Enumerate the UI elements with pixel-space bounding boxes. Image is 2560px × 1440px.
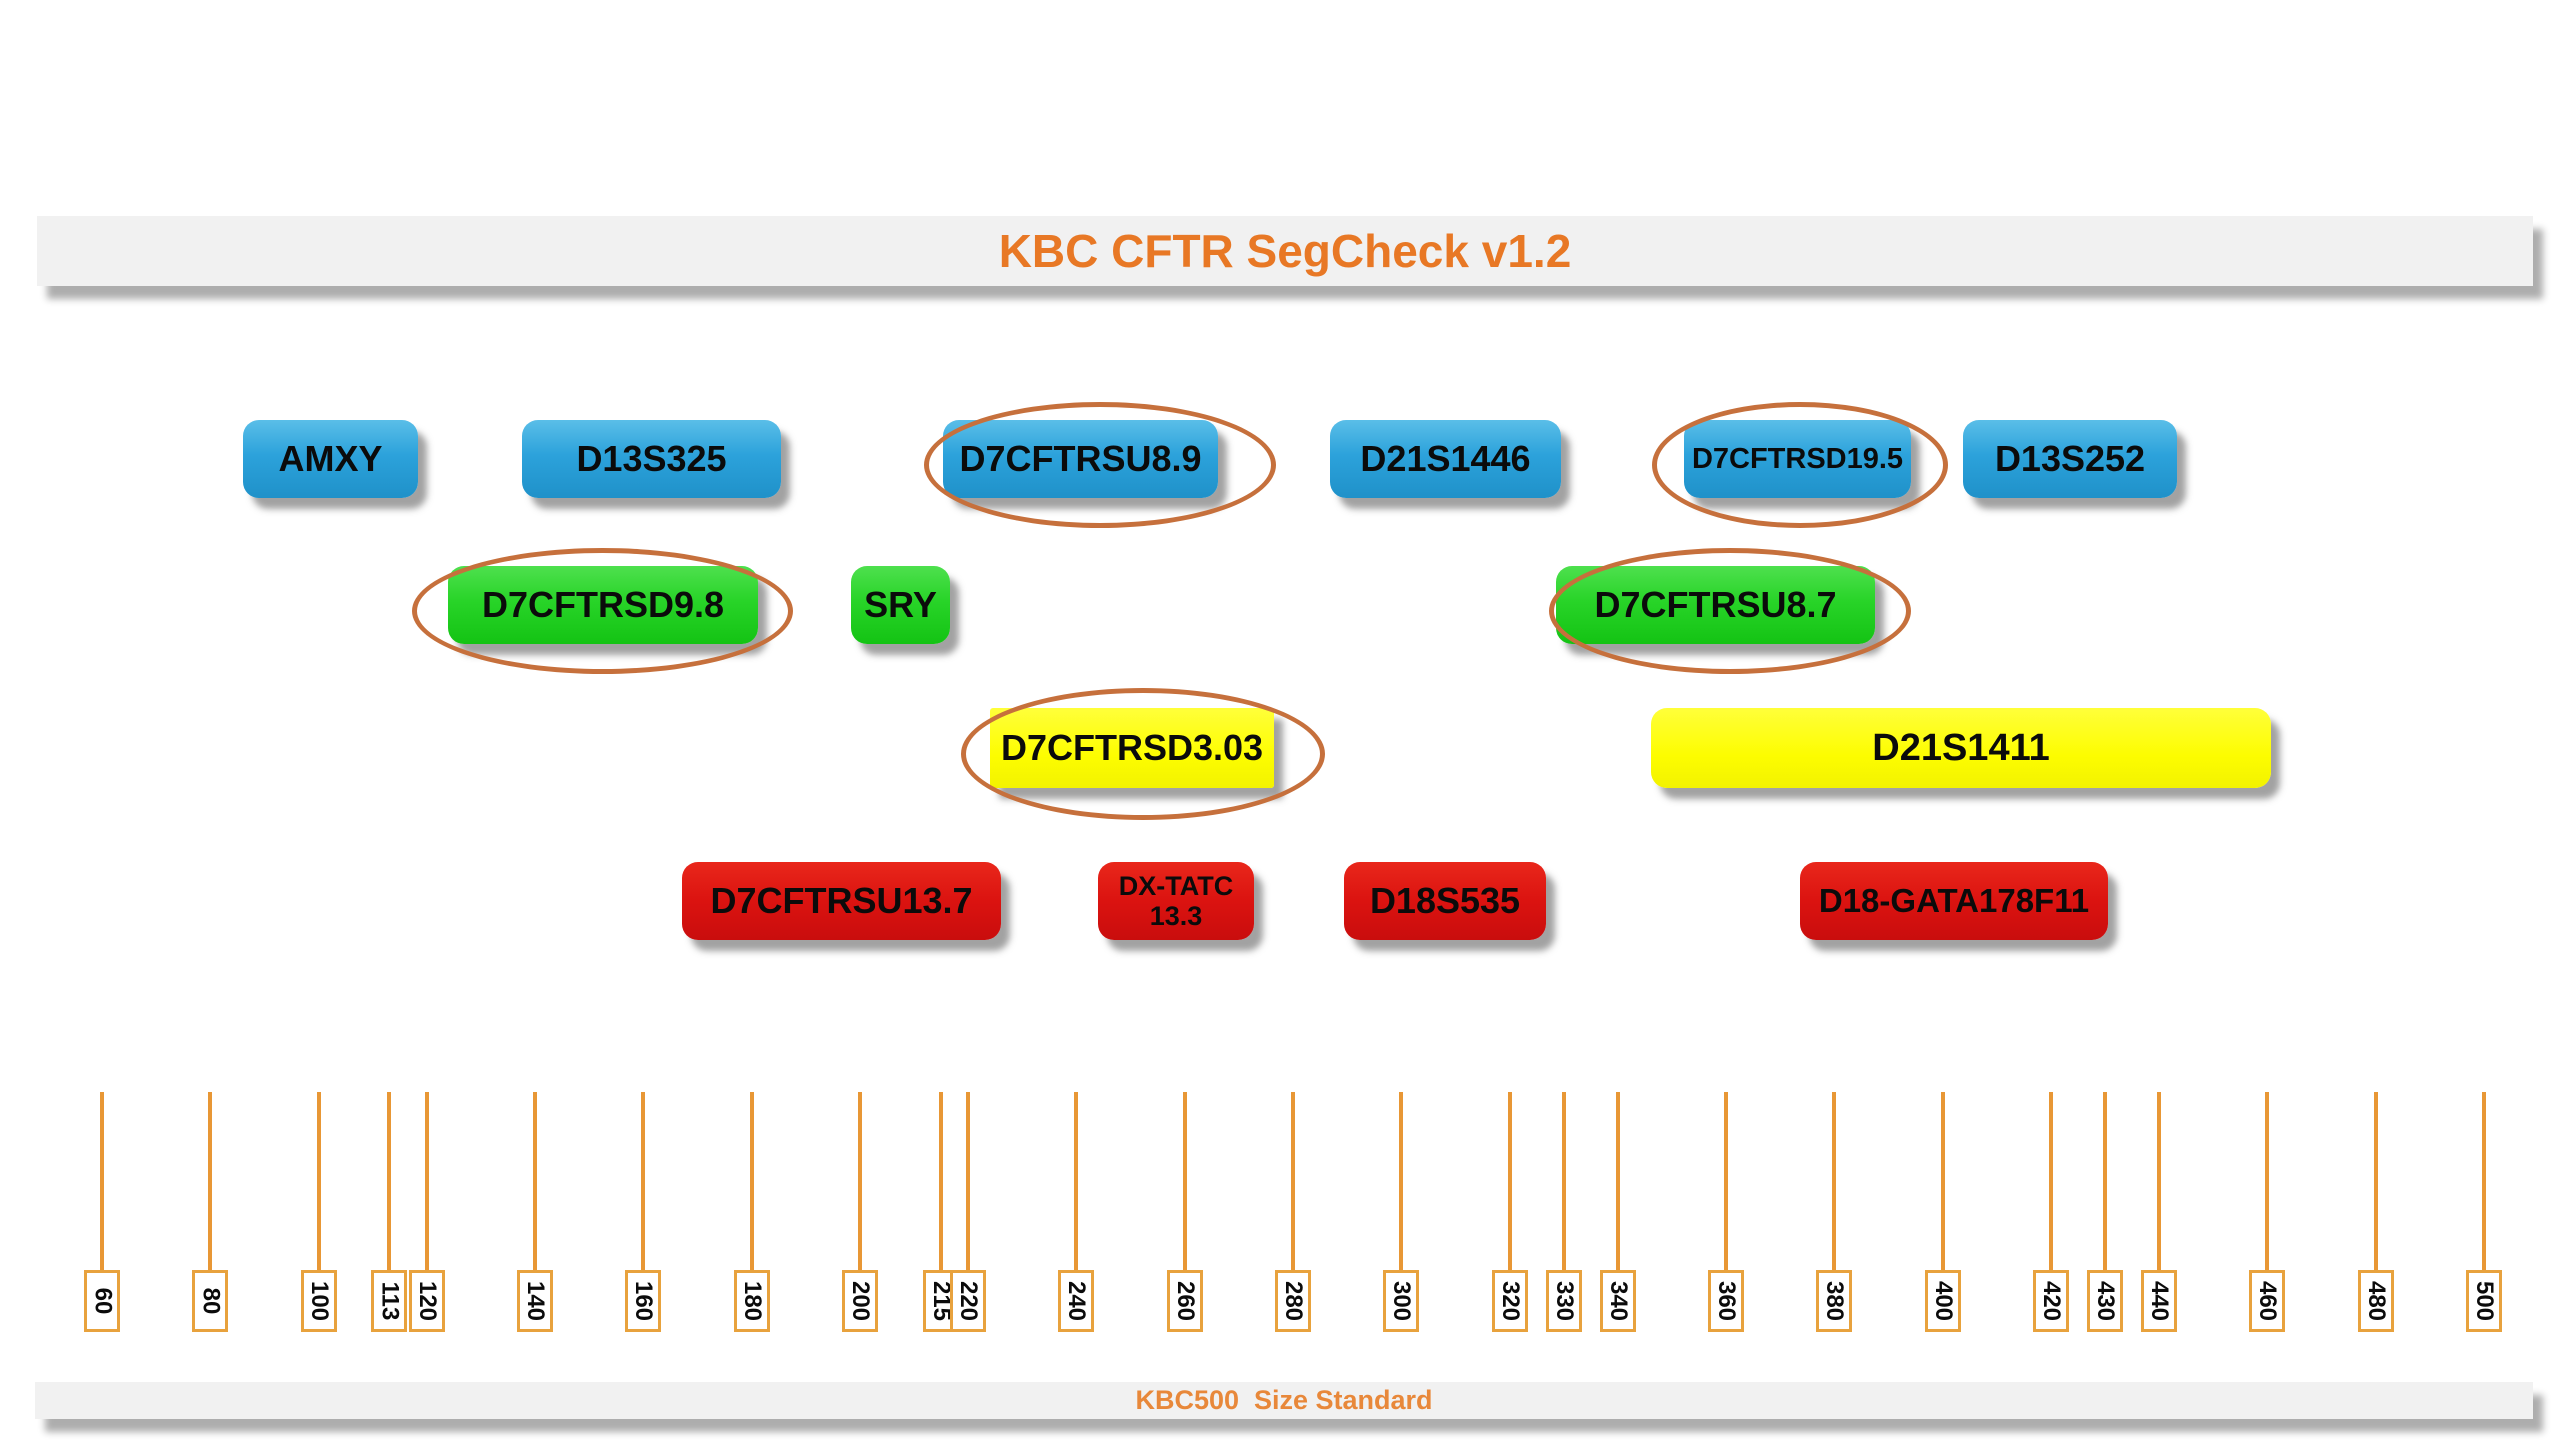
- ruler-tick-label: 480: [2357, 1270, 2394, 1332]
- marker-d21s1446: D21S1446: [1330, 420, 1561, 498]
- marker-label: D13S252: [1994, 438, 2146, 479]
- ruler-tick-label: 220: [950, 1270, 987, 1332]
- marker-d7cftrsu13-7: D7CFTRSU13.7: [682, 862, 1001, 940]
- ruler-tick-line: [1615, 1092, 1620, 1270]
- ruler-tick-line: [641, 1092, 646, 1270]
- ruler-tick-line: [749, 1092, 754, 1270]
- ruler-tick-label: 420: [2032, 1270, 2069, 1332]
- marker-label: SRY: [864, 584, 937, 625]
- ruler-tick-label: 80: [192, 1270, 229, 1332]
- ruler-tick-line: [1724, 1092, 1729, 1270]
- ruler-tick-label: 330: [1545, 1270, 1582, 1332]
- ruler-tick-label: 400: [1924, 1270, 1961, 1332]
- marker-d21s1411: D21S1411: [1651, 708, 2271, 788]
- title-bar: KBC CFTR SegCheck v1.2: [37, 216, 2533, 286]
- ruler-tick-line: [2157, 1092, 2162, 1270]
- marker-label: D18S535: [1369, 880, 1521, 921]
- ruler-tick-label: 300: [1383, 1270, 1420, 1332]
- ruler-tick-label: 100: [300, 1270, 337, 1332]
- ruler-tick-label: 200: [841, 1270, 878, 1332]
- marker-label: D21S1411: [1872, 726, 2050, 769]
- marker-label: D7CFTRSD19.5: [1691, 442, 1904, 475]
- marker-sry: SRY: [851, 566, 950, 644]
- marker-d13s325: D13S325: [522, 420, 781, 498]
- ruler-tick-line: [1399, 1092, 1404, 1270]
- ruler-tick-line: [857, 1092, 862, 1270]
- ruler-tick-line: [2048, 1092, 2053, 1270]
- ruler-tick-label: 120: [408, 1270, 445, 1332]
- ruler-tick-label: 60: [84, 1270, 120, 1332]
- ruler-tick-line: [1940, 1092, 1945, 1270]
- ruler-tick-label: 440: [2141, 1270, 2178, 1332]
- ruler-tick-label: 180: [733, 1270, 770, 1332]
- ruler-tick-line: [533, 1092, 538, 1270]
- ruler-tick-line: [208, 1092, 213, 1270]
- ruler-tick-label: 260: [1166, 1270, 1203, 1332]
- ruler-tick-label: 320: [1491, 1270, 1528, 1332]
- ruler-tick-label: 360: [1708, 1270, 1745, 1332]
- marker-d18-gata178f11: D18-GATA178F11: [1800, 862, 2108, 940]
- ruler-tick-line: [1561, 1092, 1566, 1270]
- ruler-tick-label: 280: [1274, 1270, 1311, 1332]
- marker-d7cftrsd3-03: D7CFTRSD3.03: [990, 708, 1274, 788]
- marker-label: D21S1446: [1360, 438, 1531, 479]
- ruler-tick-line: [939, 1092, 944, 1270]
- footer-bar: KBC500 Size Standard: [35, 1382, 2533, 1419]
- ruler-tick-label: 160: [625, 1270, 662, 1332]
- ruler-tick-line: [1832, 1092, 1837, 1270]
- ruler-tick-label: 240: [1058, 1270, 1095, 1332]
- marker-d18s535: D18S535: [1344, 862, 1546, 940]
- ruler-tick-line: [2481, 1092, 2486, 1270]
- ruler-tick-line: [1074, 1092, 1079, 1270]
- marker-label: D7CFTRSU8.7: [1594, 584, 1837, 625]
- marker-d7cftrsu8-7: D7CFTRSU8.7: [1556, 566, 1875, 644]
- marker-label: AMXY: [278, 438, 383, 479]
- ruler-tick-label: 380: [1816, 1270, 1853, 1332]
- marker-amxy: AMXY: [243, 420, 418, 498]
- ruler-tick-line: [2103, 1092, 2108, 1270]
- marker-label: D18-GATA178F11: [1818, 882, 2090, 919]
- marker-label: D7CFTRSD9.8: [481, 584, 725, 625]
- ruler-tick-label: 113: [370, 1270, 407, 1332]
- ruler-tick-label: 460: [2249, 1270, 2286, 1332]
- marker-d7cftrsd19-5: D7CFTRSD19.5: [1684, 420, 1911, 498]
- marker-d7cftrsu8-9: D7CFTRSU8.9: [943, 420, 1218, 498]
- ruler-tick-line: [424, 1092, 429, 1270]
- marker-label: D7CFTRSD3.03: [1000, 727, 1264, 768]
- ruler-tick-line: [1290, 1092, 1295, 1270]
- ruler-tick-label: 340: [1599, 1270, 1636, 1332]
- ruler-tick-line: [2373, 1092, 2378, 1270]
- ruler-tick-line: [1507, 1092, 1512, 1270]
- ruler-tick-line: [1182, 1092, 1187, 1270]
- page-title: KBC CFTR SegCheck v1.2: [998, 225, 1572, 277]
- ruler-tick-label: 140: [517, 1270, 554, 1332]
- marker-d13s252: D13S252: [1963, 420, 2177, 498]
- ruler-tick-label: 430: [2087, 1270, 2124, 1332]
- ruler-tick-line: [100, 1092, 104, 1270]
- marker-label: D7CFTRSU13.7: [710, 880, 973, 921]
- marker-label: D7CFTRSU8.9: [959, 438, 1202, 479]
- ruler-tick-label: 500: [2465, 1270, 2502, 1332]
- marker-label: D13S325: [576, 438, 727, 479]
- ruler-tick-line: [386, 1092, 391, 1270]
- size-standard-label: KBC500 Size Standard: [1135, 1385, 1433, 1415]
- marker-d7cftrsd9-8: D7CFTRSD9.8: [448, 566, 758, 644]
- ruler-tick-line: [966, 1092, 971, 1270]
- ruler-tick-line: [2265, 1092, 2270, 1270]
- ruler-tick-line: [316, 1092, 321, 1270]
